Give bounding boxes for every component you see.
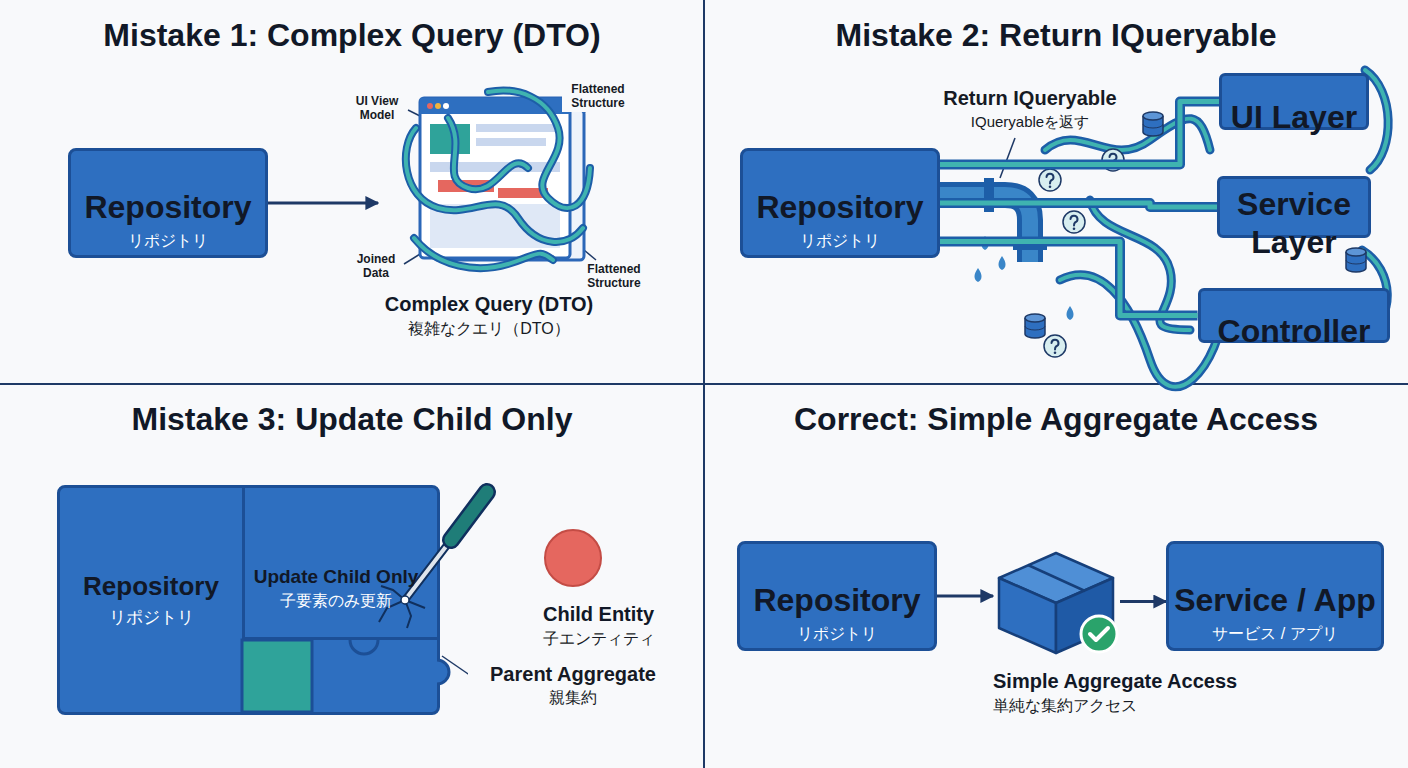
process-box: Repository リポジトリ	[68, 148, 268, 258]
pipe-outline	[940, 203, 1217, 207]
node-title: Service Layer	[1220, 185, 1368, 262]
node-title: UI Layer	[1223, 98, 1365, 136]
text-group: Complex Query (DTO) 複雑なクエリ（DTO）	[378, 292, 600, 338]
callout-label: IQueryableを返す	[920, 112, 1140, 131]
layer-box: Controller	[1198, 288, 1391, 343]
child-segment: Update Child Only子要素のみ更新	[242, 488, 437, 640]
node-title: Mistake 3: Update Child Only	[0, 400, 704, 438]
node-subtitle: リポジトリ	[128, 231, 208, 250]
node-subtitle: 単純な集約アクセス	[993, 696, 1120, 715]
text-group: Simple Aggregate Access 単純な集約アクセス	[993, 669, 1120, 715]
text-group: Controller	[1201, 307, 1388, 356]
text-group: Repository リポジトリ	[740, 560, 934, 664]
node-subtitle: サービス / アプリ	[1212, 624, 1337, 643]
arrow-line	[268, 202, 378, 205]
entity-circle: Child Entity子エンティティ	[543, 528, 603, 588]
pipe-connector	[940, 203, 1217, 207]
text-group: Mistake 1: Complex Query (DTO)	[0, 16, 704, 54]
panel: Mistake 2: Return IQueryableRepository リポ…	[704, 0, 1408, 384]
text-group: Update Child Only子要素のみ更新	[245, 488, 427, 663]
process-box: Service / App サービス / アプリ	[1166, 541, 1384, 651]
pipe-connector	[940, 242, 1198, 316]
text-group: Child Entity 子エンティティ	[543, 602, 603, 648]
pipe-core	[940, 203, 1217, 207]
node-subtitle: 子エンティティ	[543, 629, 603, 648]
aggregate-box: Repository リポジトリ Update Child Only子要素のみ更新	[57, 485, 440, 715]
arrow-connector	[937, 596, 993, 597]
node-title: Repository	[83, 571, 219, 602]
leaking-pipe	[940, 178, 1047, 262]
node-subtitle: 子要素のみ更新	[280, 591, 392, 612]
node-subtitle: リポジトリ	[800, 231, 880, 250]
text-group: UI Layer	[1222, 92, 1366, 143]
text-group: Repository リポジトリ	[71, 167, 265, 271]
node-title: Repository	[756, 188, 923, 226]
dto-illustration: Complex Query (DTO)複雑なクエリ（DTO）	[378, 88, 600, 278]
node-title: Complex Query (DTO)	[378, 292, 600, 316]
arrow-line	[1120, 600, 1166, 603]
node-title: Mistake 2: Return IQueryable	[704, 16, 1408, 54]
node-subtitle: リポジトリ	[797, 624, 877, 643]
callout-label: UI View Model	[348, 94, 406, 124]
layer-box: UI Layer	[1219, 73, 1369, 130]
text-group: Mistake 2: Return IQueryable	[704, 16, 1408, 54]
panel: Correct: Simple Aggregate AccessReposito…	[704, 384, 1408, 768]
text-group: Correct: Simple Aggregate Access	[704, 400, 1408, 438]
divider	[0, 383, 1408, 385]
arrow-line	[937, 595, 993, 598]
question-bubbles	[1039, 149, 1124, 357]
callout-label: 親集約	[468, 688, 678, 708]
node-title: Simple Aggregate Access	[993, 669, 1120, 693]
callout-label: Return IQueryable	[920, 86, 1140, 111]
aggregate-cube: Simple Aggregate Access単純な集約アクセス	[993, 548, 1120, 655]
node-title: Controller	[1210, 312, 1379, 350]
node-title: Service / App	[1174, 581, 1376, 619]
screwdriver-crack	[245, 488, 437, 637]
text-group: Service / App サービス / アプリ	[1169, 560, 1381, 664]
panel: Mistake 3: Update Child OnlyRepository リポ…	[0, 384, 704, 768]
callout-label: Flattened Structure	[562, 82, 634, 112]
node-subtitle: リポジトリ	[109, 606, 194, 629]
text-group: Service Layer	[1220, 195, 1368, 251]
callout-label: Parent Aggregate	[468, 662, 678, 687]
node-title: Child Entity	[543, 602, 603, 626]
layer-box: Service Layer	[1217, 176, 1371, 238]
child-entity-circle	[543, 528, 603, 588]
callout-label: Joined Data	[350, 252, 402, 282]
pipe-outline	[940, 242, 1198, 316]
node-title: Mistake 1: Complex Query (DTO)	[0, 16, 704, 54]
node-title: Repository	[753, 581, 920, 619]
node-subtitle: 複雑なクエリ（DTO）	[378, 319, 600, 338]
text-group: Mistake 3: Update Child Only	[0, 400, 704, 438]
aggregate-cube	[993, 548, 1120, 655]
text-group: Repository リポジトリ	[60, 488, 242, 712]
panel: Mistake 1: Complex Query (DTO) Repository…	[0, 0, 704, 384]
text-group: Repository リポジトリ	[743, 167, 937, 271]
complex-ui-illustration	[378, 88, 600, 278]
callout-label: Flattened Structure	[578, 262, 650, 292]
water-drips	[975, 236, 1074, 320]
node-title: Update Child Only	[254, 565, 419, 589]
arrow-connector	[1120, 601, 1166, 602]
pipe-core	[940, 242, 1198, 316]
process-box: Repository リポジトリ	[740, 148, 940, 258]
node-title: Correct: Simple Aggregate Access	[704, 400, 1408, 438]
node-title: Repository	[84, 188, 251, 226]
process-box: Repository リポジトリ	[737, 541, 937, 651]
arrow-connector	[268, 203, 378, 204]
